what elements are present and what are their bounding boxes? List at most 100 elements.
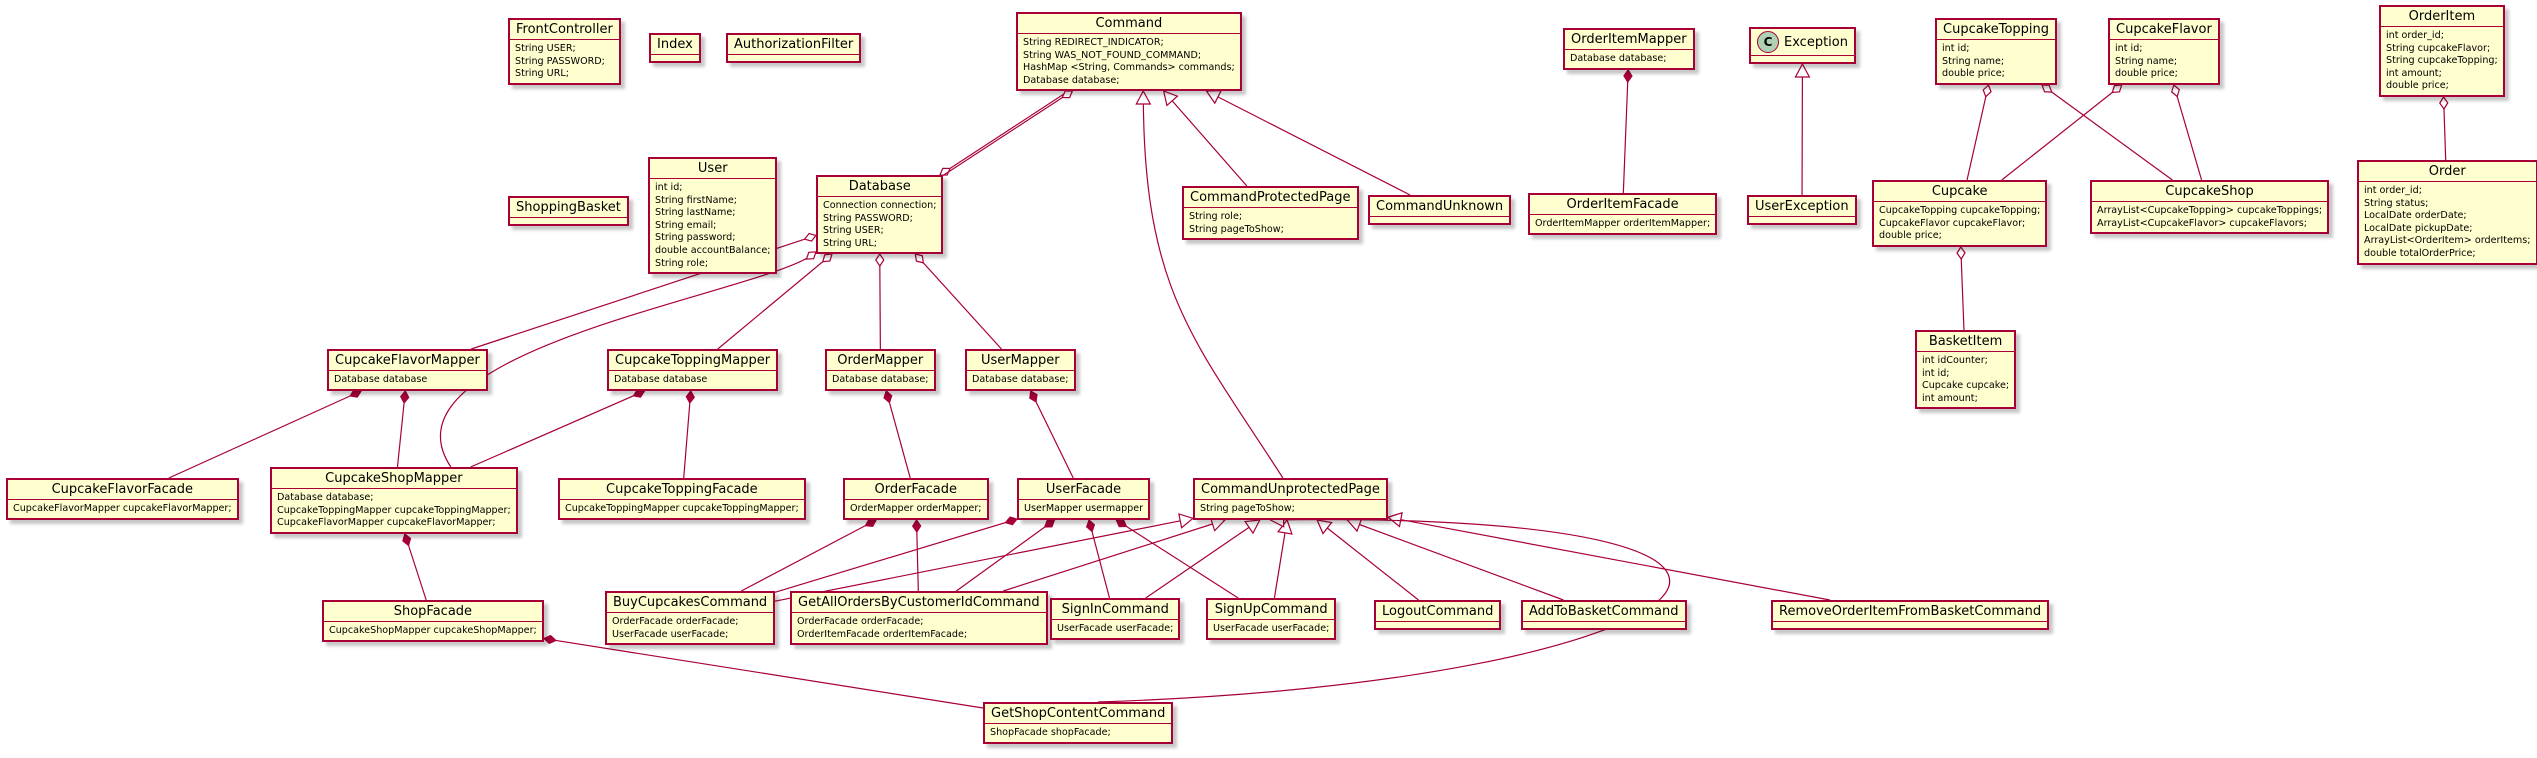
class-name: BuyCupcakesCommand [613, 595, 768, 610]
attribute: String pageToShow; [1200, 503, 1295, 514]
relation-aggregation-command-to-database [939, 90, 1069, 176]
attribute: String USER; [515, 43, 576, 54]
class-name-text: Exception [1784, 34, 1848, 50]
attribute: ArrayList<CupcakeTopping> cupcakeTopping… [2097, 205, 2323, 216]
class-name: FrontController [516, 22, 613, 37]
class-name: GetShopContentCommand [991, 706, 1166, 721]
attribute-list: ShopFacade shopFacade; [985, 723, 1172, 742]
attribute: HashMap <String, Commands> commands; [1023, 62, 1235, 74]
attribute: OrderFacade orderFacade; [612, 616, 739, 627]
attribute: LocalDate pickupDate; [2364, 222, 2473, 234]
attribute-list: String REDIRECT_INDICATOR;String WAS_NOT… [1018, 33, 1240, 89]
attribute: String password; [655, 232, 736, 244]
attribute: CupcakeTopping cupcakeTopping; [1879, 205, 2041, 216]
class-name: CupcakeFlavor [2116, 22, 2212, 37]
inheritance-arrowhead [1386, 511, 1403, 528]
attribute: int id; [2115, 43, 2143, 54]
class-name: User [697, 161, 728, 176]
attribute-list: UserFacade userFacade; [1208, 619, 1335, 638]
attribute: UserFacade userFacade; [612, 628, 729, 640]
class-name: UserFacade [1045, 482, 1122, 497]
aggregation-arrowhead [1061, 90, 1074, 99]
relation-composition-get-shop-content-command-to-shop-facade [543, 637, 984, 709]
attribute-list: OrderMapper orderMapper; [845, 499, 987, 518]
class-name: OrderItemFacade [1566, 197, 1679, 212]
relation-inheritance-command-protected-page-to-command [1163, 90, 1248, 187]
attribute-list [1751, 55, 1854, 62]
attribute-list: int id;String name;double price; [1937, 39, 2056, 83]
aggregation-arrowhead [1956, 245, 1966, 261]
class-name: CupcakeShop [2165, 184, 2254, 199]
attribute: String cupcakeTopping; [2386, 55, 2498, 67]
attribute: OrderFacade orderFacade; [797, 616, 924, 627]
aggregation-arrowhead [875, 252, 885, 268]
attribute-list [510, 217, 627, 224]
attribute-list: int idCounter;int id;Cupcake cupcake;int… [1917, 351, 2015, 407]
class-index: Index [649, 33, 701, 63]
attribute-list: UserFacade userFacade; [1052, 619, 1179, 638]
relation-inheritance-get-shop-content-command-to-command-unprotected-page [1097, 518, 1671, 703]
class-name: LogoutCommand [1382, 604, 1494, 619]
attribute: CupcakeToppingMapper cupcakeToppingMappe… [565, 503, 799, 514]
attribute: OrderItemMapper orderItemMapper; [1535, 218, 1711, 229]
attribute: int order_id; [2386, 30, 2444, 41]
attribute-list: Database database; [827, 370, 934, 389]
relation-aggregation-cupcake-topping-mapper-to-database [717, 253, 833, 350]
relation-composition-sign-in-command-to-user-facade [1088, 519, 1111, 599]
attribute: CupcakeFlavor cupcakeFlavor; [1879, 217, 2026, 229]
attribute: Database database; [1023, 74, 1120, 86]
inheritance-arrowhead [1162, 90, 1179, 107]
composition-arrowhead [1623, 68, 1633, 84]
attribute: String firstName; [655, 194, 737, 206]
inheritance-arrowhead [1244, 519, 1261, 535]
attribute-list: Database database [329, 370, 486, 389]
relation-inheritance-get-all-orders-by-customer-id-command-to-command-unprotected-page [1003, 519, 1226, 592]
class-name: CupcakeFlavorFacade [51, 482, 194, 497]
relation-aggregation-user-mapper-to-database [914, 253, 1002, 350]
attribute-list: OrderFacade orderFacade;UserFacade userF… [607, 612, 774, 643]
aggregation-arrowhead [2041, 84, 2053, 93]
class-name: RemoveOrderItemFromBasketCommand [1779, 604, 2042, 619]
attribute: String WAS_NOT_FOUND_COMMAND; [1023, 49, 1202, 61]
attribute: CupcakeToppingMapper cupcakeToppingMappe… [277, 504, 511, 516]
relation-inheritance-command-unprotected-page-to-command [1142, 90, 1284, 479]
class-name: CupcakeFlavorMapper [335, 353, 480, 368]
class-name: CommandUnknown [1376, 199, 1504, 214]
relation-aggregation-cupcake-shop-mapper-to-database [439, 251, 817, 468]
attribute: double price; [2386, 80, 2449, 92]
attribute: Database database; [277, 492, 374, 503]
class-name: BasketItem [1928, 334, 2003, 349]
class-name: OrderItem [2408, 9, 2476, 24]
attribute-list: ArrayList<CupcakeTopping> cupcakeTopping… [2092, 201, 2328, 232]
attribute: UserFacade userFacade; [1057, 623, 1174, 634]
attribute-list: int id;String name;double price; [2110, 39, 2218, 83]
attribute: int id; [1922, 367, 1950, 379]
attribute: String USER; [823, 225, 884, 237]
relation-inheritance-buy-cupcakes-command-to-command-unprotected-page [774, 517, 1194, 602]
relation-composition-order-facade-to-order-mapper [885, 390, 911, 479]
composition-arrowhead [349, 389, 363, 398]
attribute: int order_id; [2364, 185, 2422, 196]
aggregation-arrowhead [2439, 95, 2449, 111]
class-name: CupcakeToppingFacade [606, 482, 758, 497]
class-user-exception: UserException [1747, 195, 1857, 225]
class-name: CommandUnprotectedPage [1201, 482, 1380, 497]
attribute-list: CupcakeTopping cupcakeTopping;CupcakeFla… [1874, 201, 2046, 245]
relation-inheritance-add-to-basket-command-to-command-unprotected-page [1347, 519, 1564, 601]
relation-composition-cupcake-topping-facade-to-cupcake-topping-mapper [683, 390, 692, 479]
composition-arrowhead [1029, 390, 1038, 403]
attribute: String REDIRECT_INDICATOR; [1023, 37, 1164, 48]
relation-composition-cupcake-shop-mapper-to-cupcake-topping-mapper [470, 390, 645, 468]
attribute-list: Connection connection;String PASSWORD;St… [818, 196, 942, 252]
class-name: Cupcake [1931, 184, 1988, 199]
